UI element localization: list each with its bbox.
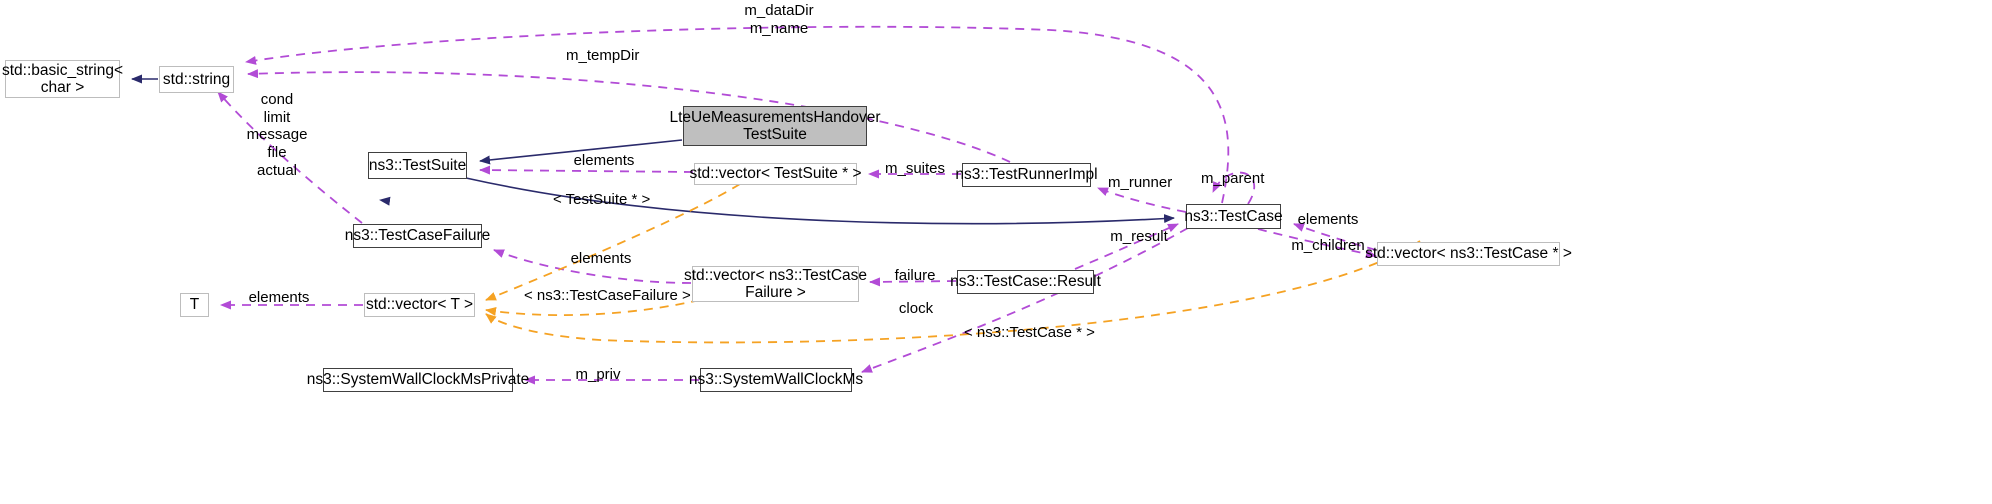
node-testcase[interactable]: ns3::TestCase bbox=[1184, 204, 1283, 229]
node-result[interactable]: ns3::TestCase::Result bbox=[950, 270, 1101, 294]
node-testsuite[interactable]: ns3::TestSuite bbox=[368, 152, 467, 179]
template-edges bbox=[485, 183, 1421, 344]
edge-label-m_dataDir_m_name: m_dataDir m_name bbox=[744, 2, 814, 37]
edge-label-elements_suite: elements bbox=[573, 152, 635, 169]
node-current[interactable]: LteUeMeasurementsHandover TestSuite bbox=[669, 106, 881, 146]
inheritance-edges bbox=[131, 74, 1175, 225]
edge-label-m_priv: m_priv bbox=[575, 366, 621, 383]
edge-label-result_fields: cond limit message file actual bbox=[246, 91, 308, 179]
node-vec_case[interactable]: std::vector< ns3::TestCase * > bbox=[1365, 242, 1572, 266]
node-vec_failure[interactable]: std::vector< ns3::TestCase Failure > bbox=[683, 266, 868, 302]
edge-label-m_suites: m_suites bbox=[885, 160, 946, 177]
edge-label-tmpl_failure: < ns3::TestCaseFailure > bbox=[524, 287, 691, 304]
edge-label-elements_failure: elements bbox=[570, 250, 632, 267]
edge-label-clock: clock bbox=[898, 300, 934, 317]
node-wallclock[interactable]: ns3::SystemWallClockMs bbox=[689, 368, 863, 392]
node-failure[interactable]: ns3::TestCaseFailure bbox=[345, 224, 490, 248]
edge-label-failure_label: failure bbox=[894, 267, 936, 284]
node-vec_t[interactable]: std::vector< T > bbox=[364, 293, 475, 317]
node-vec_suite[interactable]: std::vector< TestSuite * > bbox=[689, 163, 862, 185]
node-runner[interactable]: ns3::TestRunnerImpl bbox=[955, 163, 1098, 187]
node-string[interactable]: std::string bbox=[159, 66, 234, 93]
node-basic_string[interactable]: std::basic_string< char > bbox=[1, 60, 124, 98]
edge-label-m_parent: m_parent bbox=[1201, 170, 1265, 187]
edge-label-m_children: m_children bbox=[1291, 237, 1365, 254]
edge-label-elements_case: elements bbox=[1297, 211, 1359, 228]
edge-label-elements_t: elements bbox=[248, 289, 310, 306]
usage-edges bbox=[217, 25, 1377, 385]
edge-label-m_tempDir: m_tempDir bbox=[566, 47, 640, 64]
node-tparam[interactable]: T bbox=[180, 293, 209, 317]
edge-label-m_runner: m_runner bbox=[1108, 174, 1173, 191]
edge-label-tmpl_testcase_ptr: < ns3::TestCase * > bbox=[964, 324, 1095, 341]
edge-label-tmpl_testsuite_ptr: < TestSuite * > bbox=[553, 191, 651, 208]
node-wallclockpriv[interactable]: ns3::SystemWallClockMsPrivate bbox=[307, 368, 529, 392]
edge-label-m_result: m_result bbox=[1110, 228, 1168, 245]
